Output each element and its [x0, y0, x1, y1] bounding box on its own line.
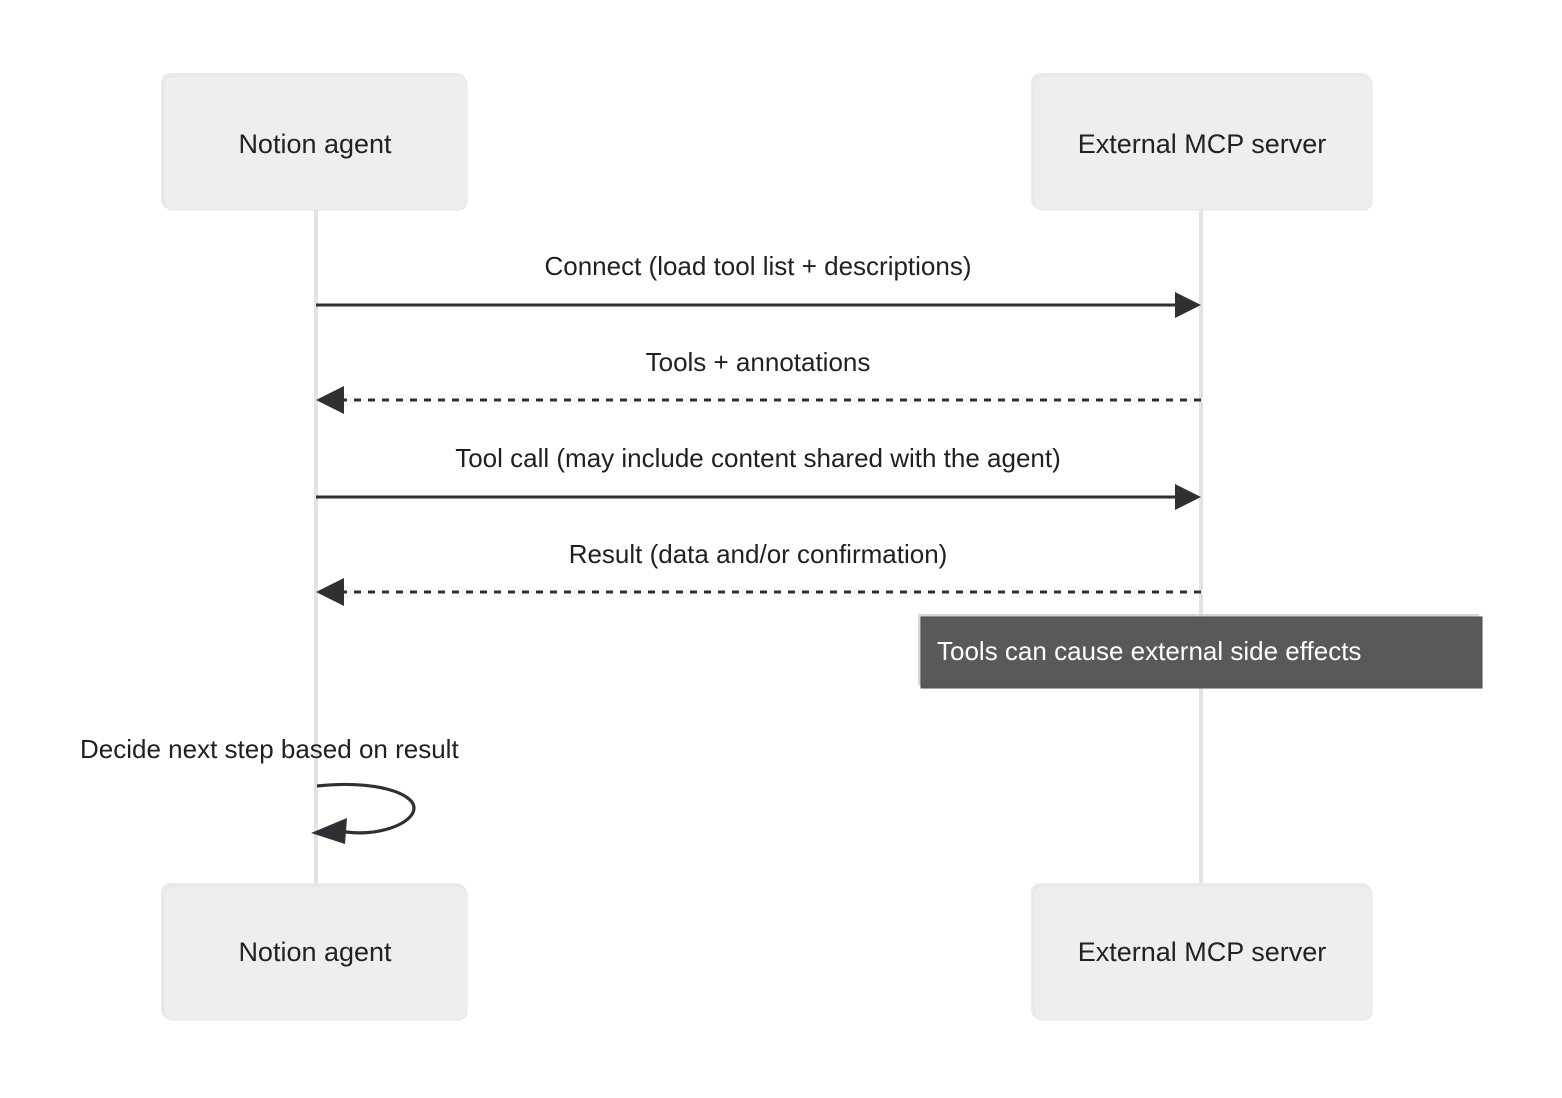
message-tool-call[interactable]: Tool call (may include content shared wi… [316, 443, 1201, 510]
participant-top-mcp-box [1033, 75, 1373, 211]
participant-bottom-mcp[interactable]: External MCP server [1031, 883, 1373, 1021]
participant-bottom-mcp-label: External MCP server [1078, 937, 1327, 967]
message-tools-annotations-arrowhead [316, 386, 344, 414]
note-side-effects-box [920, 616, 1483, 689]
message-result-label: Result (data and/or confirmation) [569, 539, 948, 569]
message-connect-label: Connect (load tool list + descriptions) [544, 251, 971, 281]
participant-top-mcp-label: External MCP server [1078, 129, 1327, 159]
participant-top-agent[interactable]: Notion agent [161, 73, 468, 211]
message-tool-call-arrowhead [1175, 484, 1201, 510]
note-side-effects[interactable]: Tools can cause external side effects [918, 614, 1483, 689]
participant-bottom-agent-label: Notion agent [238, 937, 392, 967]
self-message-decide-label: Decide next step based on result [80, 734, 459, 764]
message-tool-call-label: Tool call (may include content shared wi… [455, 443, 1061, 473]
participant-top-agent-label: Notion agent [238, 129, 392, 159]
participant-bottom-agent[interactable]: Notion agent [161, 883, 468, 1021]
message-result[interactable]: Result (data and/or confirmation) [316, 539, 1201, 606]
message-tools-annotations[interactable]: Tools + annotations [316, 347, 1201, 414]
message-connect[interactable]: Connect (load tool list + descriptions) [316, 251, 1201, 318]
participant-top-mcp[interactable]: External MCP server [1031, 73, 1373, 211]
lifelines-group [314, 209, 1203, 890]
message-result-arrowhead [316, 578, 344, 606]
note-side-effects-label: Tools can cause external side effects [937, 636, 1361, 666]
self-message-decide-loop [316, 782, 416, 835]
self-message-decide[interactable]: Decide next step based on result [80, 734, 459, 844]
self-message-decide-arrowhead [311, 818, 347, 844]
participant-top-agent-box [163, 75, 468, 211]
participant-bottom-mcp-box [1033, 885, 1373, 1021]
message-connect-arrowhead [1175, 292, 1201, 318]
participant-bottom-agent-box [163, 885, 468, 1021]
message-tools-annotations-label: Tools + annotations [646, 347, 871, 377]
